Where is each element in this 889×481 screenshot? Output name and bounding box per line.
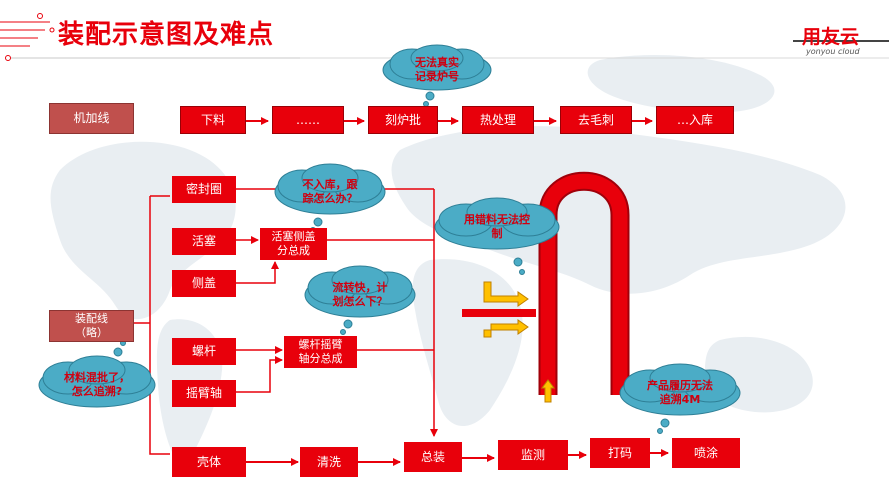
step-painting: 喷涂 bbox=[672, 438, 740, 468]
step-furnace-batch: 刻炉批 bbox=[368, 106, 438, 134]
cloud-wrong-material-text: 用错料无法控 制 bbox=[464, 212, 530, 240]
cloud-not-stocked-text: 不入库，跟 踪怎么办？ bbox=[302, 177, 358, 205]
u-conveyor bbox=[540, 173, 628, 395]
step-final-assembly: 总装 bbox=[404, 442, 462, 472]
cloud-furnace bbox=[382, 44, 492, 107]
bottom-line-arrows bbox=[246, 449, 669, 466]
part-piston: 活塞 bbox=[172, 228, 236, 255]
cloud-material-mixed bbox=[38, 340, 156, 408]
step-cleaning: 清洗 bbox=[300, 447, 358, 477]
part-seal-ring: 密封圈 bbox=[172, 176, 236, 203]
page-title: 装配示意图及难点 bbox=[58, 20, 275, 50]
brand-logo-subtitle: yonyou cloud bbox=[806, 47, 860, 56]
cloud-furnace-text: 无法真实 记录炉号 bbox=[415, 55, 459, 83]
cloud-fast-flow bbox=[304, 265, 416, 335]
cloud-fast-flow-text: 流转快，计 划怎么下？ bbox=[332, 280, 388, 308]
feed-bar bbox=[462, 309, 536, 317]
yellow-arrows bbox=[483, 281, 555, 403]
assembly-line-label: 装配线 （略） bbox=[49, 310, 134, 342]
step-heat-treatment: 热处理 bbox=[462, 106, 534, 134]
step-marking: 打码 bbox=[590, 438, 650, 468]
piston-subassembly: 活塞侧盖 分总成 bbox=[260, 228, 327, 260]
step-ellipsis: …… bbox=[272, 106, 344, 134]
cloud-material-mixed-text: 材料混批了， 怎么追溯? bbox=[64, 370, 130, 398]
step-deburr: 去毛刺 bbox=[560, 106, 632, 134]
brand-logo: 用友云 bbox=[802, 26, 860, 48]
cloud-not-stocked bbox=[274, 163, 386, 233]
cloud-history-text: 产品履历无法 追溯4M bbox=[647, 378, 713, 406]
part-side-cover: 侧盖 bbox=[172, 270, 236, 297]
screw-subassembly: 螺杆摇臂 轴分总成 bbox=[284, 336, 357, 368]
part-shell: 壳体 bbox=[172, 447, 246, 477]
step-warehouse: …入库 bbox=[656, 106, 734, 134]
assembly-bracket bbox=[134, 195, 170, 455]
cloud-history bbox=[619, 363, 741, 434]
part-screw: 螺杆 bbox=[172, 338, 236, 365]
machining-line-label: 机加线 bbox=[49, 103, 134, 134]
step-cutting: 下料 bbox=[180, 106, 246, 134]
step-testing: 监测 bbox=[498, 440, 568, 470]
part-rocker-shaft: 摇臂轴 bbox=[172, 380, 236, 407]
logo-underline bbox=[793, 40, 889, 42]
cloud-wrong-material bbox=[434, 197, 560, 275]
